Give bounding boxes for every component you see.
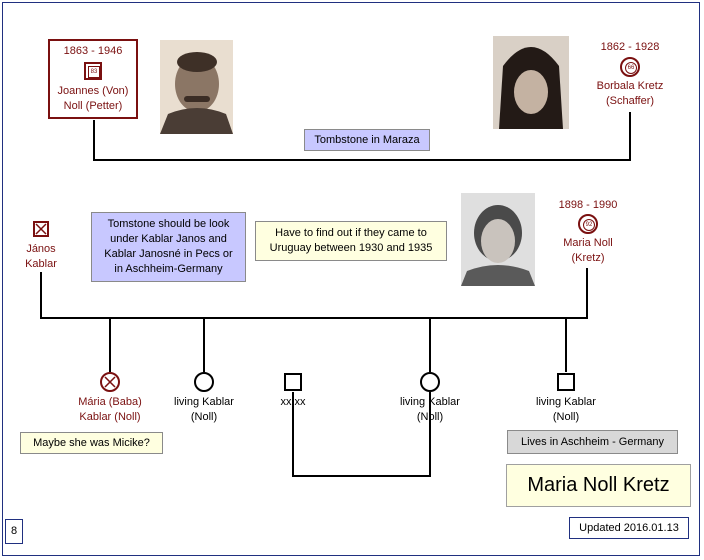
spouse-name: xx xx	[280, 396, 306, 408]
child-2-name-2: (Noll)	[190, 411, 218, 423]
grandfather-name: Joannes (Von)	[57, 85, 129, 97]
page-number: 8	[5, 519, 23, 544]
grandfather-name-2: Noll (Petter)	[63, 100, 123, 112]
male-deceased-icon	[33, 221, 49, 237]
grandmother-age: 66	[625, 62, 637, 74]
note-line: Have to find out if they came to	[275, 227, 427, 239]
grandmother-photo	[493, 36, 569, 129]
note-line: under Kablar Janos and	[110, 233, 227, 245]
mother-name: Maria Noll	[563, 237, 613, 249]
female-living-icon	[194, 372, 214, 392]
child-3-name-2: (Noll)	[416, 411, 444, 423]
father-name-2: Kablar	[25, 258, 57, 270]
mother-dates: 1898 - 1990	[558, 199, 618, 211]
uruguay-note: Have to find out if they came to Uruguay…	[255, 221, 447, 261]
tombstone-maraza-note: Tombstone in Maraza	[304, 129, 430, 151]
female-deceased-icon: 92	[578, 214, 598, 234]
male-living-icon	[284, 373, 302, 391]
grandmother-name-2: (Schaffer)	[605, 95, 655, 107]
female-deceased-icon	[100, 372, 120, 392]
mother-photo	[461, 193, 535, 286]
child-maria-name-2: Kablar (Noll)	[79, 411, 141, 423]
child-2-name: living Kablar	[174, 396, 234, 408]
micike-note: Maybe she was Micike?	[20, 432, 163, 454]
grandfather-dates: 1863 - 1946	[63, 45, 123, 57]
grandfather-age: 83	[88, 66, 100, 78]
note-line: in Aschheim-Germany	[114, 263, 223, 275]
tombstone-pecs-note: Tomstone should be look under Kablar Jan…	[91, 212, 246, 282]
grandmother-name: Borbala Kretz	[596, 80, 664, 92]
note-line: Kablar Janosné in Pecs or	[104, 248, 233, 260]
note-line: Tomstone should be look	[107, 218, 230, 230]
grandmother-dates: 1862 - 1928	[600, 41, 660, 53]
child-4-name: living Kablar	[536, 396, 596, 408]
aschheim-note: Lives in Aschheim - Germany	[507, 430, 678, 454]
page-title: Maria Noll Kretz	[506, 464, 691, 507]
child-3-name: living Kablar	[400, 396, 460, 408]
updated-label: Updated 2016.01.13	[569, 517, 689, 539]
male-deceased-icon: 83	[84, 62, 102, 80]
grandfather-photo	[160, 40, 233, 134]
female-deceased-icon: 66	[620, 57, 640, 77]
note-line: Uruguay between 1930 and 1935	[269, 242, 433, 254]
mother-name-2: (Kretz)	[571, 252, 605, 264]
father-name: János	[26, 243, 56, 255]
male-living-icon	[557, 373, 575, 391]
child-4-name-2: (Noll)	[552, 411, 580, 423]
child-maria-name: Mária (Baba)	[78, 396, 142, 408]
mother-age: 92	[583, 219, 595, 231]
female-living-icon	[420, 372, 440, 392]
